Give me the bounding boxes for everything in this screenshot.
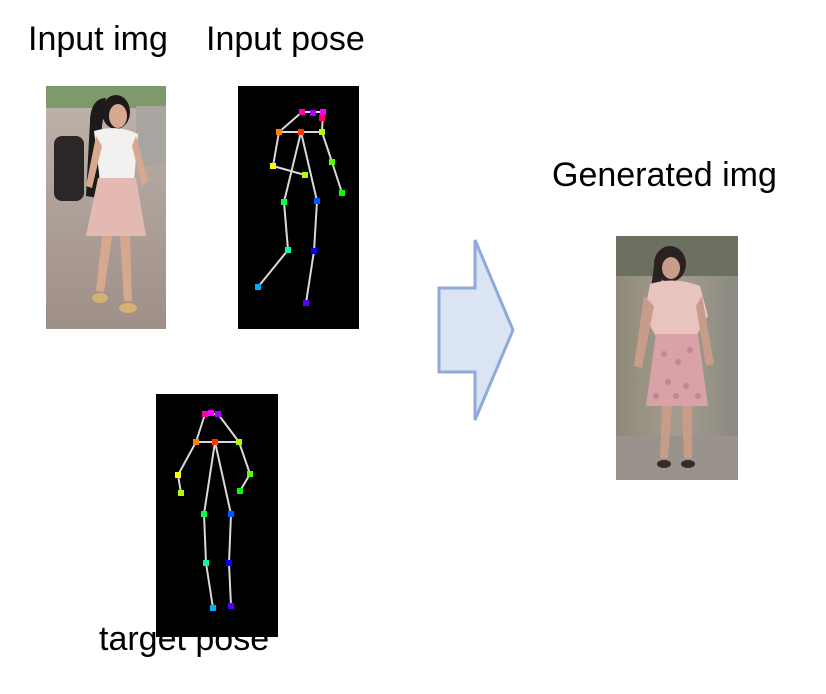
input-img-label: Input img [28, 20, 168, 58]
input-pose-skeleton [255, 109, 345, 306]
right-arrow-icon [437, 239, 515, 421]
target-pose-label: target pose [99, 620, 270, 658]
generated-image [616, 236, 738, 480]
input-pose-label: Input pose [206, 20, 365, 58]
input-image [46, 86, 166, 329]
target-pose-image [156, 394, 278, 637]
target-pose-skeleton [175, 410, 253, 611]
input-pose-image [238, 86, 359, 329]
generated-img-label: Generated img [552, 156, 777, 194]
